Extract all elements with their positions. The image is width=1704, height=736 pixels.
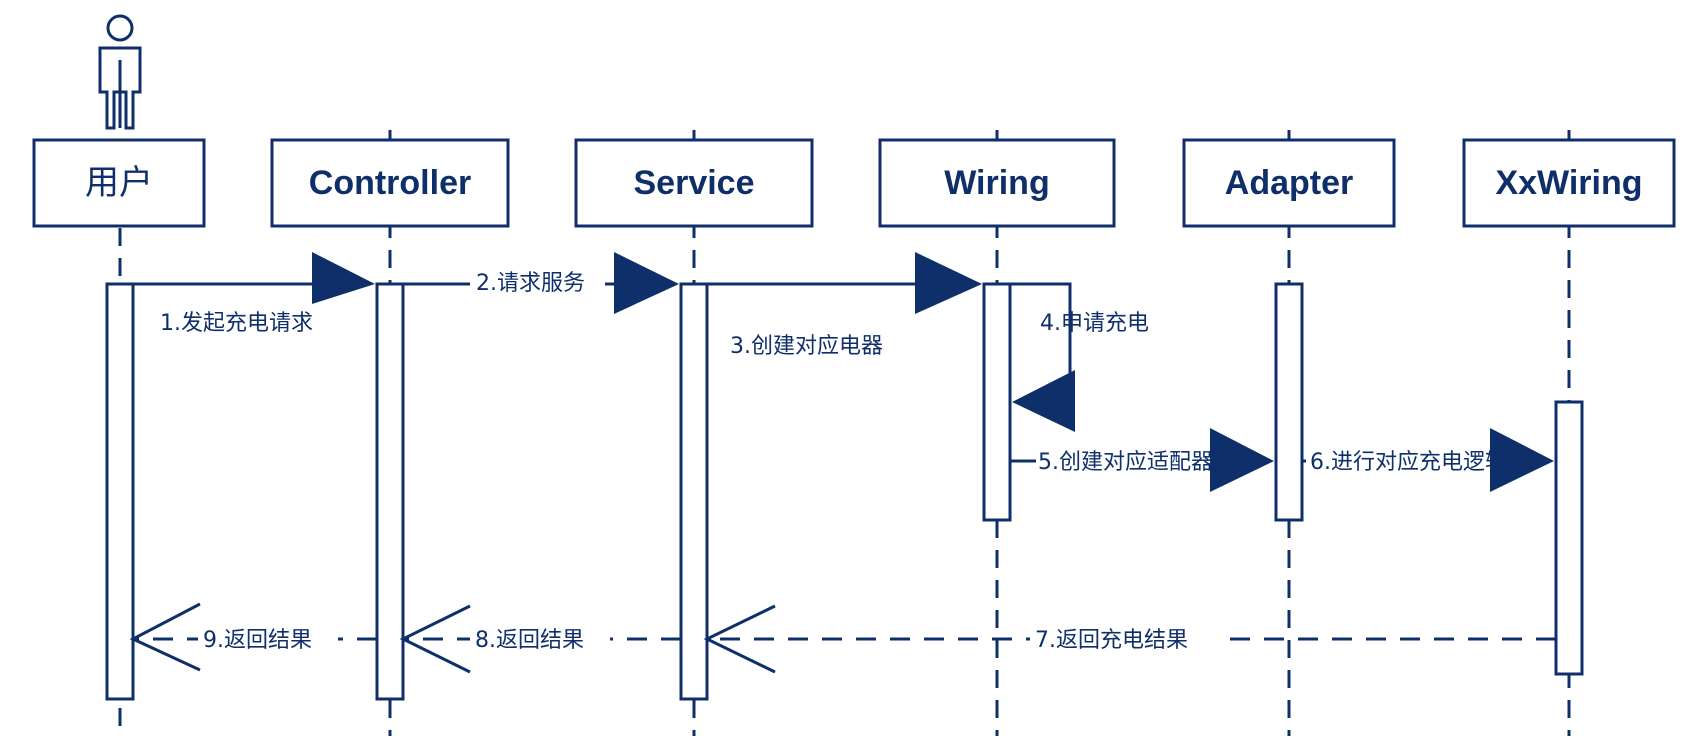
participant-label: Service (634, 164, 755, 202)
arrowhead-filled-icon (1012, 370, 1075, 432)
message-label: 4.申请充电 (1040, 311, 1149, 336)
message-2: 2.请求服务 (403, 252, 679, 314)
participant-label: Controller (309, 164, 471, 202)
activation-adapter (1274, 282, 1304, 522)
message-label: 9.返回结果 (203, 628, 312, 653)
activation-controller (375, 282, 405, 701)
arrowhead-open-icon (129, 602, 201, 672)
participant-label: 用户 (85, 163, 153, 203)
participant-xxwiring: XxWiring (1462, 138, 1676, 228)
participant-user: 用户 (32, 138, 206, 228)
message-label: 8.返回结果 (475, 628, 584, 653)
activation-user (105, 282, 135, 701)
participant-adapter: Adapter (1182, 138, 1396, 228)
participant-label: XxWiring (1495, 164, 1642, 202)
participant-label: Wiring (944, 164, 1049, 202)
activation-xxwiring (1554, 400, 1584, 676)
arrowhead-open-icon (399, 604, 471, 674)
message-6: 6.进行对应充电逻辑 (1302, 428, 1554, 492)
participant-wiring: Wiring (878, 138, 1116, 228)
message-5: 5.创建对应适配器 (1010, 428, 1274, 492)
message-9: 9.返回结果 (129, 602, 377, 672)
message-label: 2.请求服务 (476, 271, 585, 296)
participant-label: Adapter (1225, 164, 1353, 202)
message-label: 7.返回充电结果 (1035, 628, 1188, 653)
message-label: 1.发起充电请求 (160, 311, 313, 336)
arrowhead-filled-icon (915, 252, 982, 314)
message-label: 3.创建对应电器 (730, 334, 883, 359)
actor-icon (98, 14, 142, 130)
arrowhead-filled-icon (1490, 428, 1554, 492)
participant-service: Service (574, 138, 814, 228)
message-7: 7.返回充电结果 (703, 604, 1556, 674)
message-label: 5.创建对应适配器 (1038, 450, 1213, 475)
message-label: 6.进行对应充电逻辑 (1310, 450, 1507, 475)
message-4: 4.申请充电 (1010, 282, 1149, 432)
message-8: 8.返回结果 (399, 604, 681, 674)
arrowhead-filled-icon (312, 252, 375, 304)
participant-controller: Controller (270, 138, 510, 228)
message-1: 1.发起充电请求 (133, 252, 375, 336)
arrowhead-filled-icon (1210, 428, 1274, 492)
arrowhead-open-icon (703, 604, 776, 674)
activation-wiring (982, 282, 1012, 522)
arrowhead-filled-icon (614, 252, 679, 314)
activation-service (679, 282, 709, 701)
message-3: 3.创建对应电器 (707, 252, 982, 359)
